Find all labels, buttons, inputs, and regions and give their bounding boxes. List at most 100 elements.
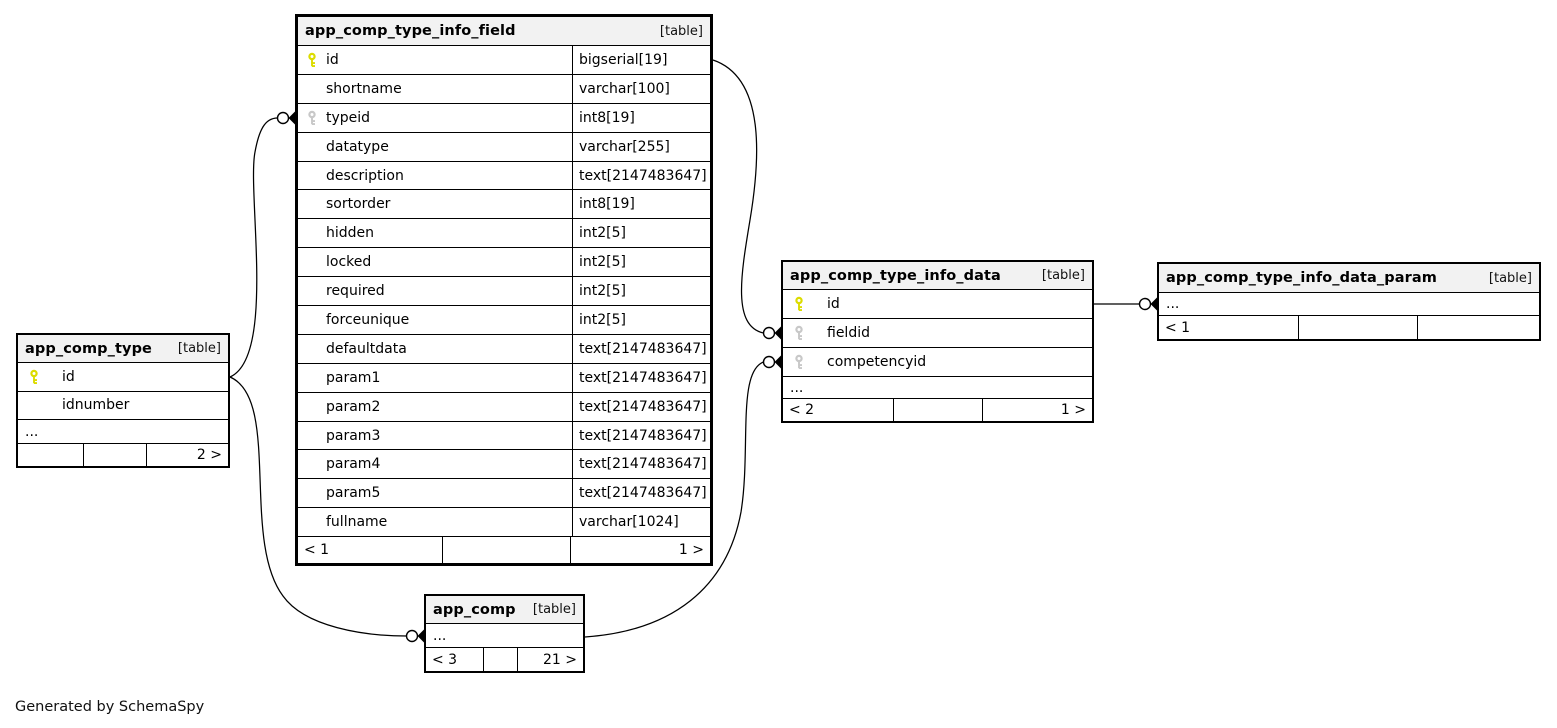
field-row: param5 text[2147483647] <box>298 479 710 509</box>
field-type: int2[5] <box>579 283 626 300</box>
field-name-cell: datatype <box>298 132 573 161</box>
ellipsis-row: ... <box>426 624 583 648</box>
field-row: idnumber <box>18 391 228 420</box>
field-name: fieldid <box>827 325 870 341</box>
field-name: idnumber <box>62 397 130 414</box>
table-name[interactable]: app_comp_type_info_field <box>305 23 516 39</box>
table-type-badge: [table] <box>1488 270 1532 286</box>
ellipsis-label: ... <box>790 379 804 396</box>
field-row: locked int2[5] <box>298 248 710 278</box>
field-type: text[2147483647] <box>579 485 707 502</box>
ellipsis-label: ... <box>433 627 447 644</box>
crows-foot-connector <box>276 111 295 125</box>
field-name: id <box>62 368 75 385</box>
relation-count-cell <box>1417 316 1539 339</box>
field-type: varchar[100] <box>579 80 670 97</box>
ellipsis-row: ... <box>18 420 228 444</box>
field-name: locked <box>326 254 372 271</box>
relation-count-cell: 21 > <box>517 648 583 671</box>
field-name: param3 <box>326 427 381 444</box>
field-row: fieldid <box>783 319 1092 348</box>
field-name-cell: param2 <box>298 392 573 421</box>
field-name: forceunique <box>326 311 410 328</box>
field-name-cell: param3 <box>298 421 573 450</box>
table-app_comp_type_info_data_param: app_comp_type_info_data_param [table]... <… <box>1157 262 1541 341</box>
field-name: defaultdata <box>326 340 407 357</box>
field-type: int8[19] <box>579 109 635 126</box>
foreign-key-icon <box>793 354 805 370</box>
ellipsis-label: ... <box>1166 296 1180 312</box>
table-name[interactable]: app_comp <box>433 601 516 618</box>
table-header: app_comp_type_info_data_param [table] <box>1159 264 1539 293</box>
field-type: int2[5] <box>579 225 626 242</box>
field-name-cell: param4 <box>298 450 573 479</box>
field-row: description text[2147483647] <box>298 161 710 191</box>
table-footer: < 1 <box>1159 316 1539 339</box>
relationship-line <box>712 59 764 334</box>
field-name-cell: typeid <box>298 103 573 132</box>
field-type: int2[5] <box>579 254 626 271</box>
field-type: text[2147483647] <box>579 398 707 415</box>
relationship-line <box>229 117 278 378</box>
field-name-cell: locked <box>298 248 573 277</box>
relationship-line <box>229 376 407 637</box>
field-name: sortorder <box>326 196 391 213</box>
field-name-cell: competencyid <box>783 348 1092 376</box>
field-name-cell: idnumber <box>18 392 228 420</box>
field-type: text[2147483647] <box>579 167 707 184</box>
relation-count-cell: < 1 <box>1165 319 1191 336</box>
field-name-cell: id <box>298 46 573 74</box>
relation-count-cell: < 1 <box>304 542 330 559</box>
relation-count-cell: 1 > <box>569 537 710 564</box>
field-type: int2[5] <box>579 311 626 328</box>
field-type: varchar[255] <box>579 138 670 155</box>
crows-foot-connector <box>405 629 424 643</box>
field-name-cell: fieldid <box>783 319 1092 347</box>
table-header: app_comp_type_info_field[table] <box>298 17 710 46</box>
crows-foot-connector <box>1138 297 1157 311</box>
field-type: varchar[1024] <box>579 514 679 531</box>
field-name: param1 <box>326 369 381 386</box>
field-row: datatype varchar[255] <box>298 132 710 162</box>
relation-count-cell <box>442 537 570 564</box>
table-name[interactable]: app_comp_type_info_data_param <box>1166 270 1437 286</box>
generated-by-note: Generated by SchemaSpy <box>15 699 205 715</box>
relation-count-cell <box>83 444 146 466</box>
field-name-cell: sortorder <box>298 190 573 219</box>
field-row: id <box>18 363 228 392</box>
relation-count-cell <box>892 399 983 421</box>
table-header: app_comp_type[table] <box>18 335 228 363</box>
relation-count-cell: < 2 <box>789 402 815 418</box>
table-header: app_comp_type_info_data[table] <box>783 262 1092 290</box>
field-row: param2 text[2147483647] <box>298 392 710 422</box>
relationship-line <box>584 361 764 638</box>
primary-key-icon <box>306 52 318 67</box>
foreign-key-icon <box>793 325 805 341</box>
table-name[interactable]: app_comp_type_info_data <box>790 267 1001 284</box>
field-type: text[2147483647] <box>579 456 707 473</box>
field-name: description <box>326 167 404 184</box>
relation-count-cell <box>482 648 518 671</box>
table-footer: < 1 1 > <box>298 537 710 564</box>
relation-count-cell: 2 > <box>146 444 228 466</box>
table-name[interactable]: app_comp_type <box>25 340 152 357</box>
field-name-cell: fullname <box>298 508 573 537</box>
field-name: competencyid <box>827 354 927 370</box>
field-row: shortname varchar[100] <box>298 74 710 104</box>
field-name: shortname <box>326 80 402 97</box>
field-row: forceunique int2[5] <box>298 306 710 335</box>
field-name-cell: description <box>298 161 573 190</box>
primary-key-icon <box>28 369 40 384</box>
field-name: param5 <box>326 485 381 502</box>
field-name-cell: param1 <box>298 363 573 392</box>
foreign-key-icon <box>306 110 318 125</box>
